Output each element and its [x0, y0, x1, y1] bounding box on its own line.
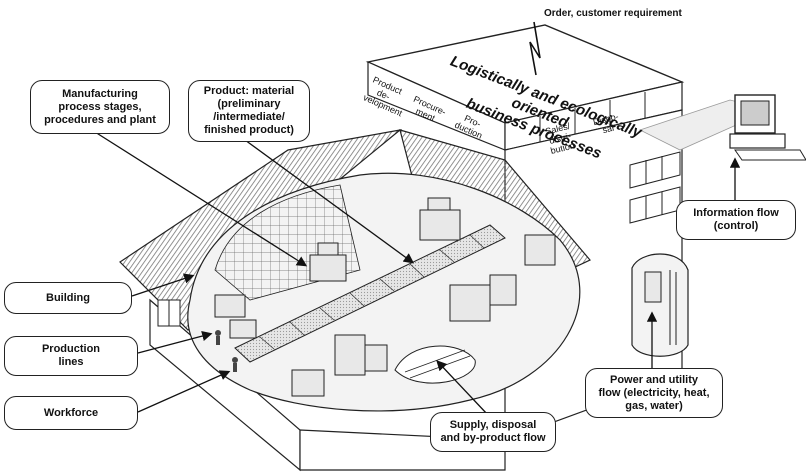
callout-production-lines: Production lines: [4, 336, 138, 376]
callout-manufacturing-process: Manufacturing process stages, procedures…: [30, 80, 170, 134]
utility-cutaway: [632, 254, 688, 356]
callout-workforce: Workforce: [4, 396, 138, 430]
order-label: Order, customer requirement: [544, 8, 682, 19]
callout-product-material: Product: material (preliminary /intermed…: [188, 80, 310, 142]
callout-information-flow: Information flow (control): [676, 200, 796, 240]
callout-building: Building: [4, 282, 132, 314]
callout-supply-disposal: Supply, disposal and by-product flow: [430, 412, 556, 452]
callout-power-utility: Power and utility flow (electricity, hea…: [585, 368, 723, 418]
